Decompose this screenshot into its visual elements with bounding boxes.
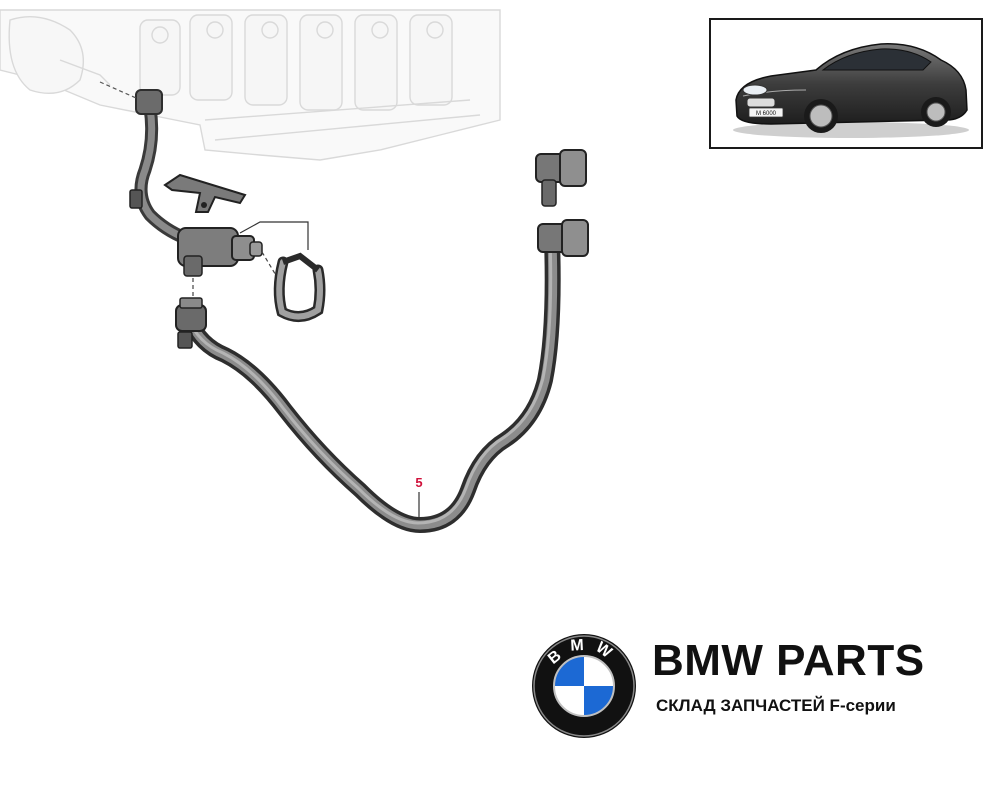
elbow-connector-left xyxy=(175,297,207,349)
hose-clip xyxy=(129,189,143,209)
quick-connector-lower xyxy=(537,219,589,257)
mounting-bracket xyxy=(163,173,247,213)
callout-number: 5 xyxy=(415,475,422,490)
part-callout: 5 xyxy=(415,475,423,520)
license-plate-text: M 6000 xyxy=(756,111,777,117)
brand-title: BMW PARTS xyxy=(652,636,925,685)
manifold-connector xyxy=(135,89,163,115)
bmw-roundel-icon: BMW xyxy=(532,634,636,738)
vent-valve xyxy=(177,227,281,300)
engine-manifold xyxy=(0,9,501,161)
hose-clamp xyxy=(273,252,326,322)
leader-lines xyxy=(239,221,309,250)
brand-block: BMW BMW PARTS СКЛАД ЗАПЧАСТЕЙ F-серии xyxy=(530,632,990,742)
quick-connector-upper xyxy=(535,149,587,207)
upper-vent-hose xyxy=(99,81,192,245)
main-vent-hose xyxy=(175,149,589,534)
coupe-car-icon: M 6000 xyxy=(733,43,969,138)
brand-subtitle: СКЛАД ЗАПЧАСТЕЙ F-серии xyxy=(656,696,896,715)
vehicle-thumbnail: M 6000 xyxy=(709,18,983,149)
